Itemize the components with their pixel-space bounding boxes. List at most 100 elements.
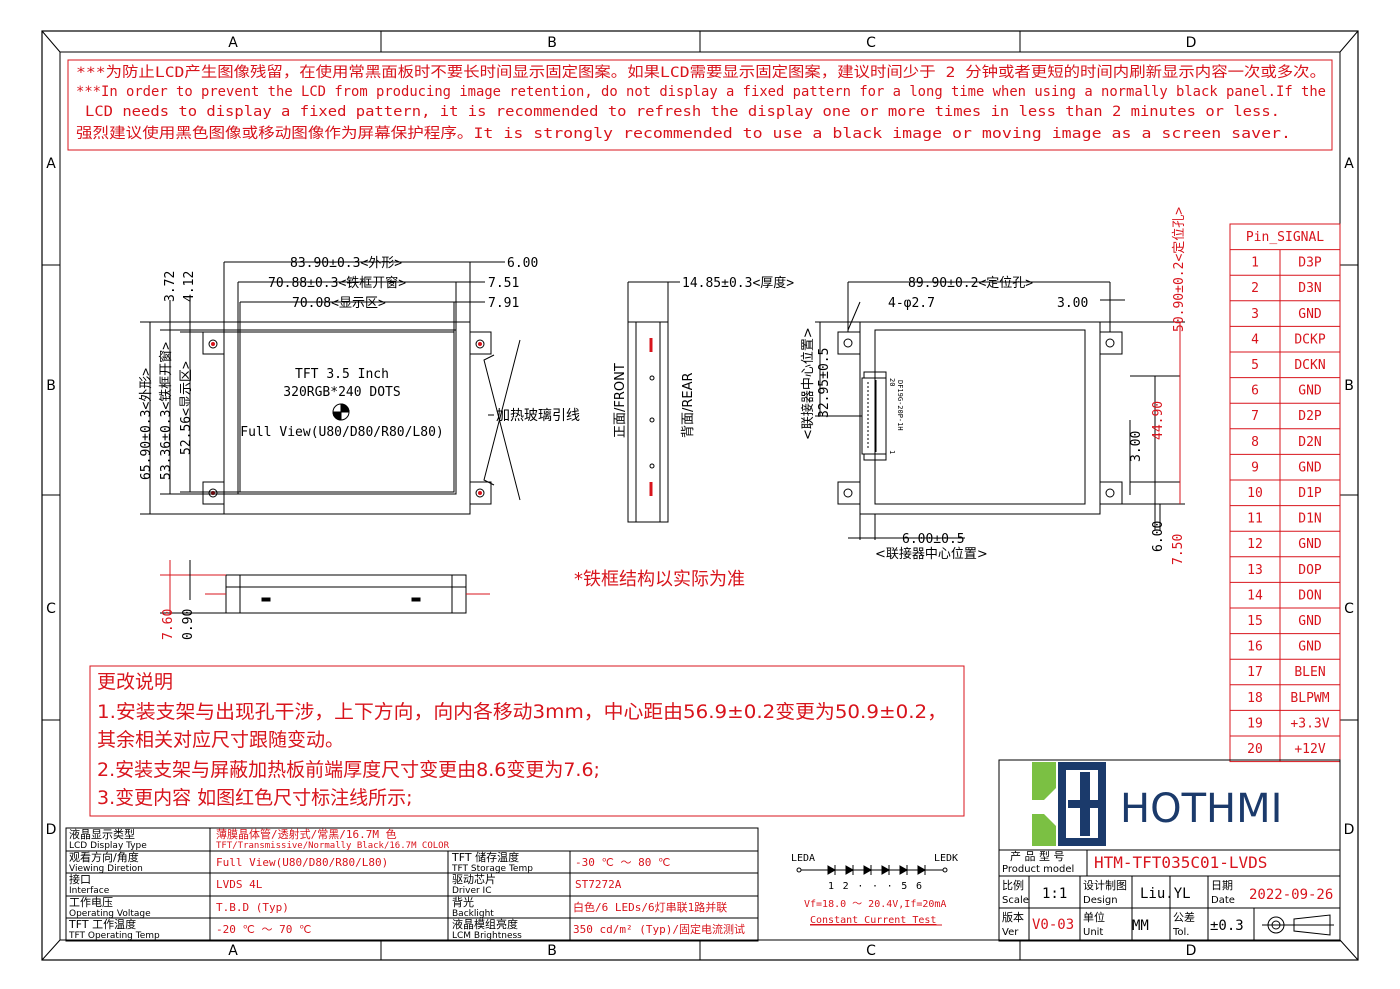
- change-note-2: 2.安装支架与屏蔽加热板前端厚度尺寸变更由8.6变更为7.6;: [97, 759, 600, 781]
- spec-cn-2: 接口: [69, 873, 91, 886]
- pin-number: 14: [1247, 588, 1263, 603]
- pin-number: 10: [1247, 486, 1263, 501]
- spec-val-0b: TFT/Transmissive/Normally Black/16.7M CO…: [216, 841, 450, 851]
- led-diode-icon: [917, 865, 927, 875]
- front-bottom-view: [160, 560, 490, 615]
- pin-signal: BLPWM: [1290, 691, 1329, 706]
- ver-value: V0-03: [1032, 917, 1074, 933]
- pin-number: 20: [1247, 742, 1263, 757]
- dim-6-00: 6.00: [507, 256, 538, 271]
- pin-number: 17: [1247, 665, 1263, 680]
- pin-signal: GND: [1298, 460, 1322, 475]
- ledk-label: LEDK: [934, 853, 958, 864]
- spec-cn-1: 观看方向/角度: [69, 850, 139, 864]
- dim-outer-height: 65.90±0.3<外形>: [139, 368, 154, 480]
- spec-table: 液晶显示类型 LCD Display Type 观看方向/角度 Viewing …: [65, 827, 759, 942]
- pin-number: 3: [1251, 307, 1259, 322]
- dim-frame-height: 53.36±0.3<铁框开窗>: [158, 342, 174, 480]
- back-hole-distance: 89.90±0.2<定位孔>: [908, 276, 1033, 291]
- scale-value: 1:1: [1042, 886, 1067, 902]
- pin-signal: DCKN: [1294, 358, 1325, 373]
- pin-number: 8: [1251, 435, 1259, 450]
- pin-number: 6: [1251, 384, 1259, 399]
- spec-cn-4: TFT 工作温度: [68, 917, 136, 931]
- zone-bottom-d: D: [1186, 943, 1197, 959]
- ver-en: Ver: [1002, 927, 1019, 938]
- notice-line-2: ***In order to prevent the LCD from prod…: [76, 84, 1326, 100]
- spec-r-cn-3: 液晶模组亮度: [452, 917, 518, 931]
- spec-r-val-3: 350 cd/m² (Typ)/固定电流测试: [573, 922, 745, 936]
- rear-label: 背面/REAR: [681, 372, 696, 438]
- back-view: [815, 281, 1185, 540]
- tol-value: ±0.3: [1210, 918, 1244, 934]
- change-note-1: 1.安装支架与出现孔干涉，上下方向，向内各移动3mm，中心距由56.9±0.2变…: [97, 701, 947, 723]
- dim-7-60: 7.60: [161, 609, 176, 640]
- pin-signal: D2P: [1298, 409, 1322, 424]
- dim-4-12: 4.12: [182, 271, 197, 302]
- dim-0-90: 0.90: [181, 609, 196, 640]
- tol-en: Tol.: [1172, 927, 1189, 938]
- front-active-area: [239, 331, 455, 493]
- pin-number: 1: [1251, 256, 1259, 271]
- change-note-3: 3.变更内容 如图红色尺寸标注线所示;: [97, 787, 413, 809]
- change-notes-title: 更改说明: [97, 671, 173, 693]
- screen-resolution-text: 320RGB*240 DOTS: [283, 385, 400, 400]
- front-outline: [223, 321, 471, 515]
- led-vf: Vf=18.0 ～ 20.4V,If=20mA: [804, 899, 946, 910]
- scale-cn: 比例: [1002, 878, 1024, 892]
- led-diode-icon: [863, 865, 873, 875]
- led-diode-icon: [899, 865, 909, 875]
- connector-part: DF19G-20P-1H: [896, 380, 904, 431]
- zone-top-b: B: [547, 35, 557, 51]
- spec-r-en-0: TFT Storage Temp: [451, 864, 533, 874]
- pin-table-header: Pin_SIGNAL: [1246, 230, 1324, 245]
- pin-signal: GND: [1298, 307, 1322, 322]
- hothmi-logo: HOTHMI: [1032, 762, 1282, 846]
- spec-r-cn-2: 背光: [452, 895, 474, 909]
- pin-signal: DOP: [1298, 563, 1322, 578]
- pin-signal: D1N: [1298, 512, 1321, 527]
- back-dim-3-00: 3.00: [1057, 296, 1088, 311]
- spec-cn-0: 液晶显示类型: [69, 827, 135, 841]
- back-dim-7-50: 7.50: [1171, 534, 1186, 565]
- pin-number: 15: [1247, 614, 1263, 629]
- scale-en: Scale: [1002, 895, 1029, 906]
- back-holes: 4-φ2.7: [888, 296, 935, 311]
- front-bezel-opening: [237, 329, 457, 495]
- spec-en-2: Interface: [69, 886, 110, 896]
- screen-size-text: TFT 3.5 Inch: [295, 367, 389, 382]
- pin-signal: D1P: [1298, 486, 1322, 501]
- spec-cn-3: 工作电压: [69, 896, 113, 909]
- pin-signal: +3.3V: [1290, 716, 1329, 731]
- zone-bottom-c: C: [866, 943, 876, 959]
- connector-pin-20: 20: [888, 378, 896, 386]
- product-model: HTM-TFT035C01-LVDS: [1094, 853, 1267, 872]
- led-circuit: LEDA LEDK 1 2 · · · 5 6 Vf=18.0 ～ 20.4V,…: [791, 853, 958, 926]
- pin-number: 16: [1247, 640, 1263, 655]
- heater-lead-label: 加热玻璃引线: [496, 407, 580, 424]
- ver-cn: 版本: [1002, 910, 1024, 924]
- led-diode-icon: [845, 865, 855, 875]
- led-test: Constant Current Test: [810, 915, 936, 926]
- logo-text: HOTHMI: [1120, 786, 1282, 832]
- spec-r-val-0: -30 ℃ ～ 80 ℃: [575, 856, 670, 869]
- design-cn: 设计制图: [1083, 879, 1127, 892]
- front-label: 正面/FRONT: [613, 363, 628, 438]
- spec-val-3: T.B.D (Typ): [216, 901, 289, 914]
- spec-en-3: Operating Voltage: [69, 909, 151, 919]
- spec-en-4: TFT Operating Temp: [68, 931, 160, 941]
- dim-7-91: 7.91: [488, 296, 519, 311]
- title-block: HOTHMI 产 品 型 号 Product model 比例 Scale 设计…: [998, 759, 1341, 942]
- zone-left-a: A: [46, 156, 56, 172]
- spec-r-cn-0: TFT 储存温度: [451, 850, 519, 864]
- connector-pin-1: 1: [888, 450, 896, 454]
- back-dim-6-00: 6.00: [1151, 521, 1166, 552]
- front-view: [140, 261, 521, 515]
- pin-number: 18: [1247, 691, 1263, 706]
- dim-view-height: 52.56<显示区>: [179, 361, 194, 455]
- dim-view-width: 70.08<显示区>: [292, 296, 386, 311]
- spec-r-cn-1: 驱动芯片: [452, 872, 496, 886]
- led-diode-icon: [881, 865, 891, 875]
- pin-number: 11: [1247, 512, 1263, 527]
- change-note-1b: 其余相关对应尺寸跟随变动。: [97, 729, 344, 751]
